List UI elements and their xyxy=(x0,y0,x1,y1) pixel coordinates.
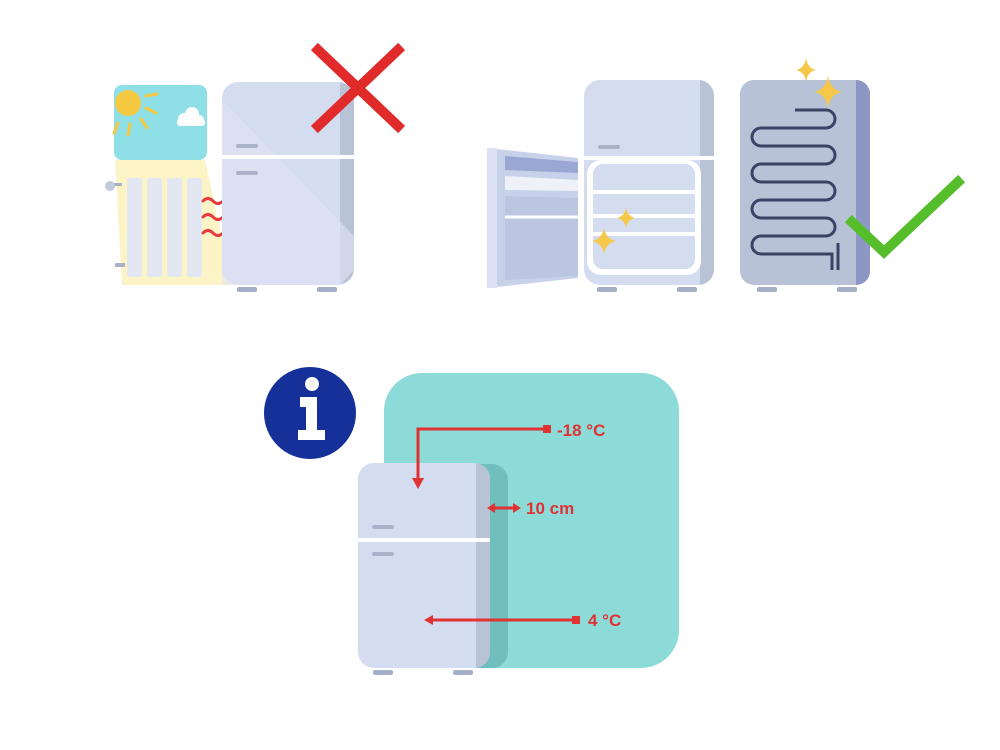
condenser-coil xyxy=(750,108,840,270)
wall-gap-arrow xyxy=(487,503,521,513)
sparkle-icon xyxy=(796,58,842,108)
fridge-open-door xyxy=(487,148,578,288)
fridge-temp-label: 4 °C xyxy=(588,611,621,630)
fridge-back-coils xyxy=(740,80,870,292)
fridge-bad xyxy=(222,82,354,292)
check-icon xyxy=(844,174,966,259)
panel-bad-placement xyxy=(105,42,406,292)
sun-icon xyxy=(115,90,141,116)
cloud-icon xyxy=(177,107,205,126)
wall-gap-label: 10 cm xyxy=(526,499,574,518)
freezer-temp-arrow xyxy=(416,427,546,479)
fridge-open xyxy=(584,80,715,292)
fridge-info xyxy=(358,463,491,675)
info-icon xyxy=(264,367,356,459)
panel-info: -18 °C 10 cm 4 °C xyxy=(264,367,679,675)
radiator xyxy=(105,178,202,277)
window xyxy=(112,85,207,160)
sparkle-icon xyxy=(592,208,635,254)
cross-icon xyxy=(310,42,406,134)
panel-good-maintenance xyxy=(487,58,966,292)
sun-rays xyxy=(112,92,159,137)
freezer-temp-label: -18 °C xyxy=(557,421,605,440)
fridge-temp-arrow xyxy=(424,615,580,625)
